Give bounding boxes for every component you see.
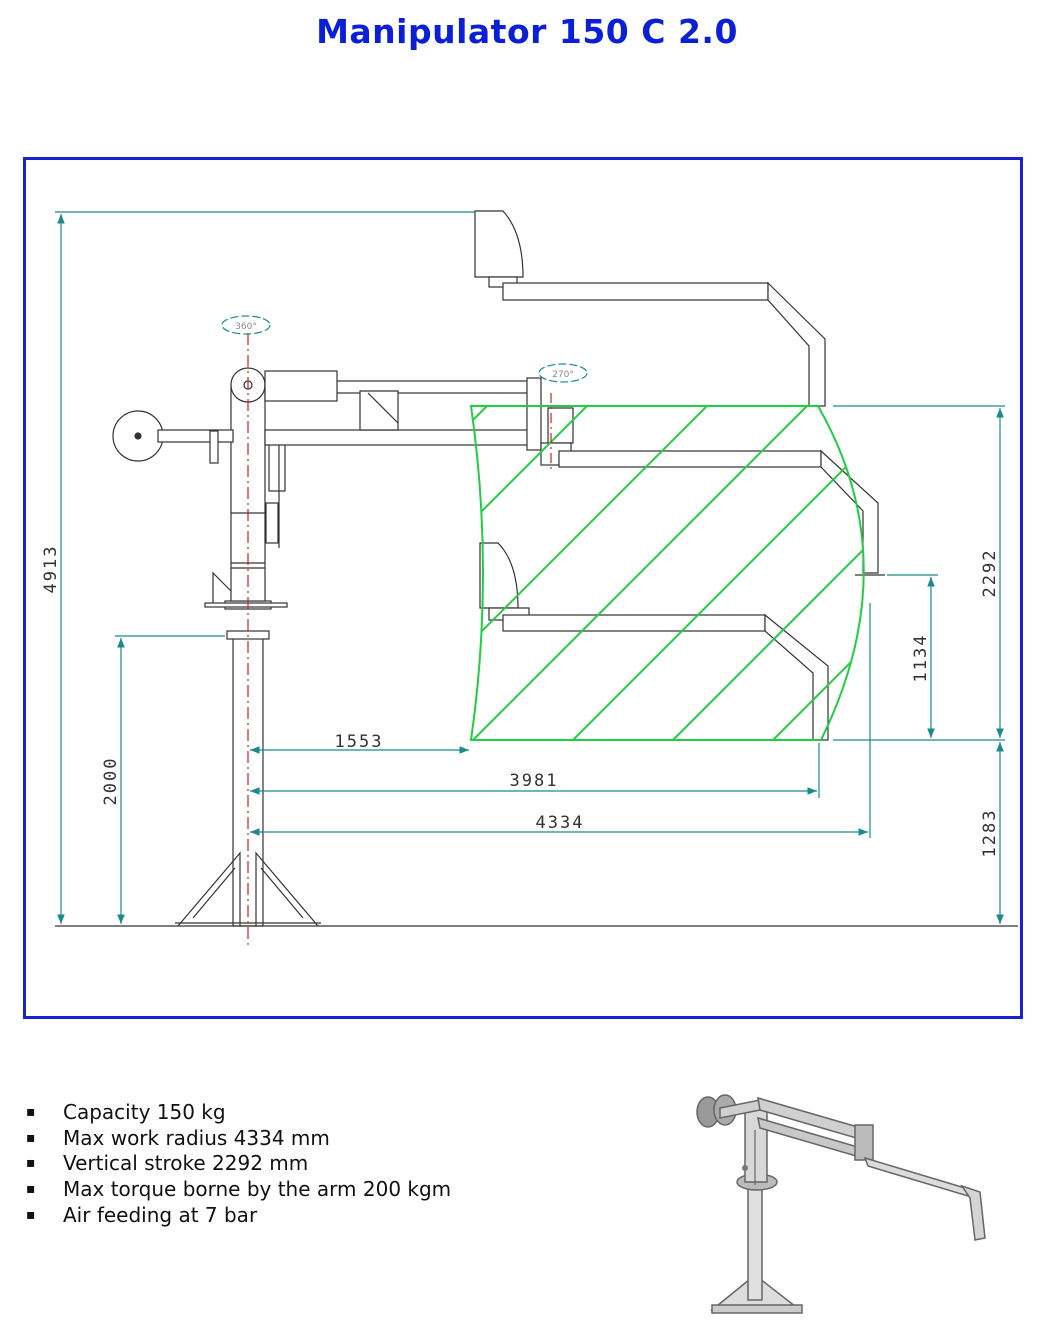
dim-radius-mid: 3981 bbox=[510, 771, 559, 791]
dim-total-height: 4913 bbox=[41, 545, 61, 594]
spec-text: Max torque borne by the arm 200 kgm bbox=[63, 1177, 452, 1202]
technical-drawing: 360° 270° bbox=[41, 210, 1018, 948]
dim-min-radius: 1553 bbox=[335, 732, 384, 752]
product-illustration bbox=[696, 1094, 986, 1314]
secondary-arm-low bbox=[479, 542, 829, 741]
page-title: Manipulator 150 C 2.0 bbox=[316, 12, 738, 51]
spec-item: ▪ Max torque borne by the arm 200 kgm bbox=[26, 1177, 451, 1203]
drawing-frame: 360° 270° bbox=[23, 157, 1023, 1019]
bullet-icon: ▪ bbox=[26, 1155, 36, 1172]
bullet-icon: ▪ bbox=[26, 1206, 36, 1223]
dim-min-height: 1283 bbox=[980, 809, 1000, 858]
spec-text: Air feeding at 7 bar bbox=[63, 1202, 258, 1227]
dim-column-height: 2000 bbox=[101, 757, 121, 806]
secondary-arm-mid bbox=[540, 407, 885, 576]
spec-item: ▪ Air feeding at 7 bar bbox=[26, 1203, 451, 1229]
arm-rotation-label: 270° bbox=[552, 370, 574, 380]
dim-inner-stroke: 1134 bbox=[911, 634, 931, 683]
spec-item: ▪ Max work radius 4334 mm bbox=[26, 1126, 451, 1152]
dim-vertical-stroke: 2292 bbox=[980, 549, 1000, 598]
spec-item: ▪ Capacity 150 kg bbox=[26, 1100, 451, 1126]
spec-text: Vertical stroke 2292 mm bbox=[63, 1151, 309, 1176]
counterweight bbox=[112, 410, 234, 464]
dim-max-radius: 4334 bbox=[536, 813, 585, 833]
column-rotation-symbol: 360° bbox=[221, 315, 271, 335]
bullet-icon: ▪ bbox=[26, 1104, 36, 1120]
spec-item: ▪ Vertical stroke 2292 mm bbox=[26, 1151, 451, 1177]
secondary-arm-top bbox=[474, 210, 826, 407]
work-area bbox=[469, 405, 865, 741]
column-rotation-label: 360° bbox=[235, 322, 257, 332]
spec-text: Max work radius 4334 mm bbox=[63, 1125, 330, 1150]
main-arm bbox=[264, 370, 542, 451]
base-feet bbox=[175, 851, 321, 927]
spec-list: ▪ Capacity 150 kg ▪ Max work radius 4334 m… bbox=[26, 1100, 451, 1229]
bullet-icon: ▪ bbox=[26, 1181, 36, 1198]
arm-rotation-symbol: 270° bbox=[538, 363, 588, 383]
bullet-icon: ▪ bbox=[26, 1129, 36, 1146]
spec-text: Capacity 150 kg bbox=[63, 1100, 226, 1124]
